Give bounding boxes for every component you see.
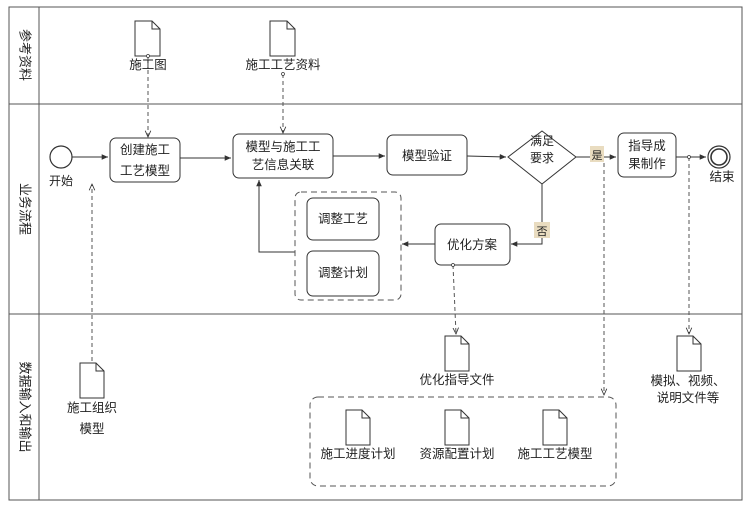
task-verify-label: 模型验证 [402,148,453,163]
task-guidance-output [617,132,677,178]
yes-label-bg [590,146,604,162]
document-icon [269,20,296,57]
no-label-bg [534,222,550,238]
task-create-model [109,137,181,183]
task-optimize-plan [434,223,511,266]
document-icon [79,362,105,399]
task-adjust-schedule [306,250,380,297]
task-adjust-process-label: 调整工艺 [318,211,368,226]
task-adjust-schedule-label: 调整计划 [318,265,368,280]
end-event-inner [710,148,728,166]
output-group [309,396,617,487]
task-guidance-line2: 果制作 [628,156,666,171]
lane-label-business: 业务流程 [17,183,33,235]
document-icon [444,409,470,446]
task-associate-line2: 艺信息关联 [252,157,315,172]
task-create-model-line2: 工艺模型 [120,163,170,178]
doc-label-process-material: 施工工艺资料 [245,57,321,72]
lane-label-data-io: 数据输入和输出 [17,361,33,452]
doc-progress-plan: 施工进度计划 [320,446,395,461]
lane-label-reference: 参考资料 [17,29,33,81]
task-optimize-label: 优化方案 [447,237,498,252]
gateway-yes-label: 是 [592,149,603,162]
task-adjust-process [306,197,380,241]
start-label: 开始 [49,174,73,188]
doc-org-model-line1: 施工组织 [67,400,117,415]
task-verify-model [386,134,468,176]
gateway-label-line2: 要求 [530,151,554,165]
task-guidance-line1: 指导成 [628,138,666,153]
document-icon [444,335,470,372]
task-create-model-line1: 创建施工 [120,142,170,157]
document-icon [676,335,702,372]
document-icon [345,409,371,446]
gateway-label-line1: 满足 [530,134,554,148]
document-icon [134,20,161,57]
doc-process-model: 施工工艺模型 [517,446,592,461]
doc-deliverables-line1: 模拟、视频、 [650,373,725,388]
start-event [49,145,73,169]
doc-deliverables-line2: 说明文件等 [657,390,720,405]
doc-org-model-line2: 模型 [79,421,104,436]
document-icon [542,409,568,446]
task-associate-line1: 模型与施工工 [245,139,320,154]
doc-resource-plan: 资源配置计划 [419,446,494,461]
end-label: 结束 [709,169,735,184]
doc-optimization-guide: 优化指导文件 [419,372,494,387]
adjust-group [294,191,402,301]
gateway-no-label: 否 [537,225,548,238]
